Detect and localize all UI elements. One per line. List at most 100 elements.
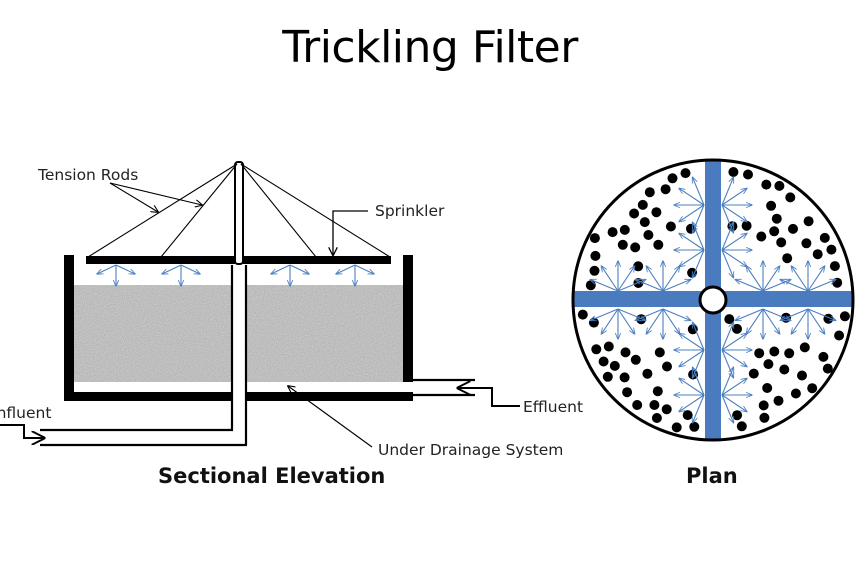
stone-dot [577, 309, 588, 320]
tension-rods [87, 163, 391, 258]
stone-dot [788, 223, 798, 234]
stone-dot [759, 412, 770, 423]
plan-view: Plan [571, 158, 855, 488]
spray-arrow-icon [807, 308, 825, 334]
spray-arrow-icon [780, 308, 809, 320]
stone-dot [736, 421, 747, 432]
stone-dot [617, 239, 628, 250]
spray-arrow-icon [762, 266, 780, 292]
stone-dot [812, 249, 823, 260]
stone-dot [589, 265, 600, 276]
stone-dot [832, 277, 843, 288]
diagram-title: Trickling Filter [282, 22, 578, 73]
spray-arrow-icon [646, 266, 664, 292]
stone-dot [829, 261, 840, 272]
spray-arrow-icon [791, 308, 809, 334]
stone-dot [818, 351, 829, 362]
stone-dot [591, 344, 602, 355]
label-effluent: Effluent [523, 398, 583, 416]
spray-arrow-icon [746, 266, 764, 292]
stone-dot [662, 361, 672, 372]
stone-dot [797, 370, 807, 381]
label-tension-rods: Tension Rods [37, 166, 138, 184]
sprinkler-arms [86, 256, 391, 264]
filter-outline [571, 158, 855, 442]
spray-arrow-icon [635, 308, 664, 320]
spray-arrow-icon [762, 308, 780, 334]
spray-arrow-icon [721, 222, 733, 251]
stone-dot [633, 261, 644, 272]
stone-dot [822, 363, 833, 374]
spray-arrow-icon [721, 249, 747, 267]
stone-dot [660, 184, 671, 195]
central-column [230, 161, 248, 445]
stone-dot [629, 208, 640, 219]
filter-media [74, 285, 403, 382]
spray-arrow-icon [721, 177, 733, 206]
spray-arrow-icon [735, 280, 764, 292]
spray-arrow-icon [679, 378, 705, 396]
spray-arrow-icon [590, 280, 619, 292]
spray-arrow-icon [679, 204, 705, 222]
sectional-elevation: Tension Rods Sprinkler Influent Effluent… [0, 161, 583, 488]
label-influent: Influent [0, 404, 51, 422]
label-under-drainage: Under Drainage System [378, 441, 563, 459]
tension-rods-callout [109, 182, 202, 212]
stone-dot [680, 168, 691, 179]
stone-dot [651, 207, 662, 218]
spray-arrow-icon [354, 264, 374, 274]
stone-dot [619, 224, 630, 235]
stone-dot [639, 217, 650, 228]
spray-arrow-icon [679, 233, 705, 251]
stone-dot [619, 372, 630, 383]
stone-dot [654, 347, 665, 358]
stone-dot [661, 404, 672, 415]
label-sprinkler: Sprinkler [375, 202, 445, 220]
stone-dot [776, 237, 787, 248]
central-hub [698, 285, 728, 315]
spray-arrow-icon [97, 264, 117, 274]
stone-dot [632, 400, 643, 410]
spray-arrow-icon [662, 266, 680, 292]
spray-arrow-icon [721, 188, 747, 206]
effluent-pipe [413, 378, 520, 407]
stone-dot [769, 226, 780, 237]
tank-structure [64, 255, 413, 401]
stone-dot [748, 368, 759, 379]
spray-arrow-icon [721, 322, 733, 351]
stone-dot [732, 410, 743, 421]
stone-dot [799, 342, 810, 353]
stone-dot [784, 348, 795, 359]
stone-dot [651, 413, 662, 423]
spray-arrow-icon [721, 233, 747, 251]
spray-arrow-icon [746, 308, 764, 334]
spray-arrow-icon [735, 308, 764, 320]
stone-dot [761, 179, 772, 190]
stone-dot [839, 311, 850, 322]
effluent-arrow-icon [458, 388, 520, 407]
stone-dot [590, 250, 601, 261]
stone-dot [769, 346, 780, 357]
stone-dot [602, 371, 613, 382]
spray-arrow-icon [693, 177, 705, 206]
stone-dot [728, 167, 739, 177]
spray-arrow-icon [679, 249, 705, 267]
influent-arrow-icon [0, 424, 44, 438]
spray-arrow-icon [662, 308, 691, 320]
spray-arrow-icon [180, 264, 200, 274]
spray-arrow-icon [115, 264, 135, 274]
stone-dot [671, 422, 682, 433]
spray-arrow-icon [721, 378, 747, 396]
spray-arrow-icon [807, 308, 836, 320]
stone-dot [667, 173, 678, 184]
spray-arrow-icon [721, 249, 733, 278]
stone-dot [773, 395, 784, 406]
stone-dot [642, 368, 653, 379]
stone-dot [782, 253, 793, 264]
spray-arrow-icon [721, 394, 733, 423]
spray-arrow-icon [679, 394, 705, 412]
stone-dot [620, 347, 631, 358]
stone-dot [807, 383, 818, 394]
spray-arrow-icon [601, 308, 619, 334]
spray-arrow-icon [693, 394, 705, 423]
